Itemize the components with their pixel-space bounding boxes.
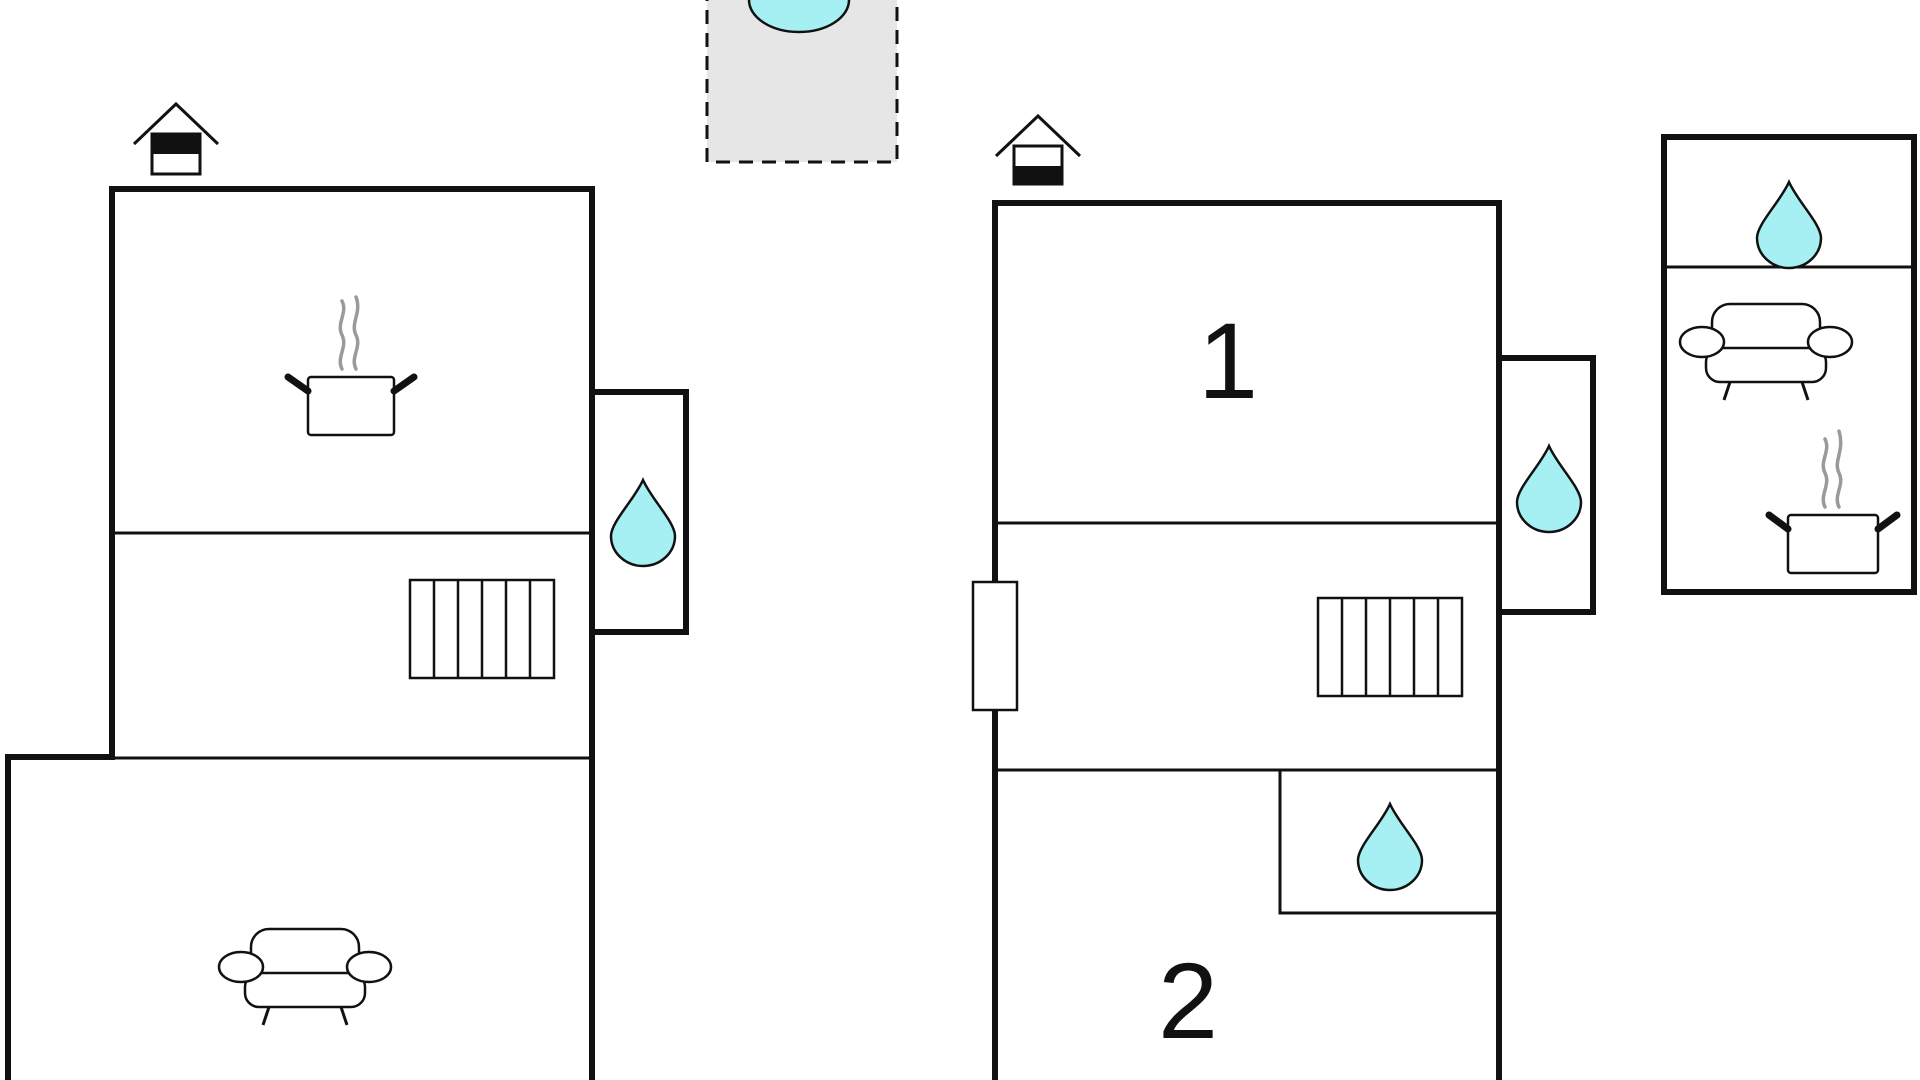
right-unit-walls	[1661, 134, 1917, 595]
bathroom-drop-icon	[609, 478, 677, 568]
bathroom-drop-icon	[1515, 444, 1583, 534]
radiator-icon	[1316, 596, 1464, 698]
pool-area	[705, 0, 899, 164]
left-floor	[5, 101, 689, 1080]
small-bathroom-walls	[1278, 770, 1499, 915]
pool-drop-icon	[747, 0, 851, 34]
kitchen-pot-icon	[284, 295, 418, 437]
sofa-icon	[1678, 302, 1854, 401]
center-floor: 1 2	[971, 113, 1596, 1080]
left-floor-walls	[5, 186, 595, 1080]
kitchen-pot-icon	[1765, 429, 1901, 575]
sofa-icon	[217, 927, 393, 1026]
room-number-label: 2	[1158, 940, 1218, 1061]
right-unit	[1661, 134, 1917, 595]
radiator-icon	[408, 578, 556, 680]
house-entrance-icon	[132, 101, 220, 176]
bathroom-bump	[592, 389, 689, 635]
bathroom-drop-icon	[1755, 180, 1823, 270]
house-entrance-icon	[994, 113, 1082, 186]
room-number-label: 1	[1198, 300, 1258, 421]
bathroom-bump	[1499, 355, 1596, 615]
window-icon	[971, 580, 1019, 712]
bathroom-drop-icon	[1356, 802, 1424, 892]
